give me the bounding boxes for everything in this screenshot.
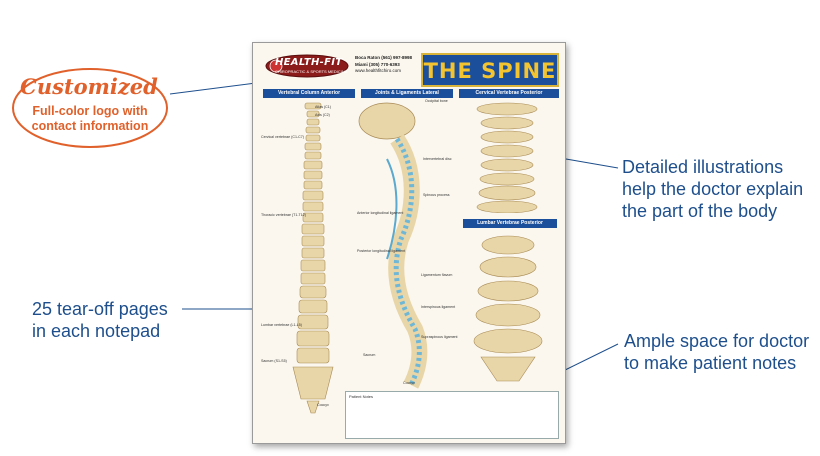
label-lateral: Posterior longitudinal ligament <box>357 249 406 253</box>
contact-line: www.healthfitchiro.com <box>355 68 402 73</box>
badge-subtitle-line: contact information <box>31 119 149 133</box>
label-lateral: Supraspinous ligament <box>421 335 458 339</box>
customized-badge-subtitle: Full-color logo with contact information <box>14 104 166 134</box>
callout-pages: 25 tear-off pages in each notepad <box>32 298 202 342</box>
sheet-title: THE SPINE <box>423 59 557 83</box>
callout-illustrations: Detailed illustrations help the doctor e… <box>622 156 817 222</box>
callout-line: the part of the body <box>622 201 778 221</box>
callout-line: help the doctor explain <box>622 179 804 199</box>
section-header-anterior: Vertebral Column Anterior <box>263 89 355 98</box>
health-fit-logo <box>265 54 349 78</box>
callout-line: Detailed illustrations <box>622 157 784 177</box>
notes-label: Patient Notes <box>349 394 374 399</box>
callout-notes: Ample space for doctor to make patient n… <box>624 330 819 374</box>
label-lateral: Intervertebral disc <box>423 157 452 161</box>
patient-notes-area[interactable]: Patient Notes <box>345 391 559 439</box>
label-anterior: Axis (C2) <box>315 113 330 117</box>
label-lateral: Occipital bone <box>425 99 448 103</box>
lateral-spine-illustration <box>358 102 428 389</box>
lumbar-vertebrae-illustration <box>473 235 543 382</box>
label-lateral: Sacrum <box>363 353 376 357</box>
customized-badge-title: Customized <box>20 74 158 99</box>
label-lateral: Coccyx <box>403 381 415 385</box>
section-header-cervical: Cervical Vertebrae Posterior <box>459 89 559 98</box>
contact-info: Boca Raton (561) 997-8998 Miami (305) 77… <box>355 55 412 75</box>
anterior-spine-illustration <box>292 102 334 414</box>
section-header-lateral: Joints & Ligaments Lateral <box>361 89 453 98</box>
cervical-vertebrae-illustration <box>476 102 538 213</box>
customized-badge-ellipse <box>12 68 168 148</box>
contact-line: Boca Raton (561) 997-8998 <box>355 55 413 60</box>
label-anterior: Lumbar vertebrae (L1-L5) <box>261 323 302 327</box>
spine-notepad-sheet: HEALTH-FIT CHIROPRACTIC & SPORTS MEDICIN… <box>252 42 566 444</box>
label-anterior: Coccyx <box>317 403 329 407</box>
label-lateral: Spinous process <box>423 193 450 197</box>
label-lateral: Ligamentum flavum <box>421 273 453 277</box>
label-anterior: Sacrum (S1-S5) <box>261 359 287 363</box>
label-lateral: Anterior longitudinal ligament <box>357 211 404 215</box>
callout-line: to make patient notes <box>624 353 797 373</box>
label-anterior: Thoracic vertebrae (T1-T12) <box>261 213 306 217</box>
callout-line: Ample space for doctor <box>624 331 810 351</box>
title-banner: THE SPINE <box>421 53 559 87</box>
label-anterior: Atlas (C1) <box>315 105 331 109</box>
contact-line: Miami (305) 770-6393 <box>355 61 400 67</box>
label-anterior: Cervical vertebrae (C1-C7) <box>261 135 304 139</box>
section-header-lumbar: Lumbar Vertebrae Posterior <box>463 219 557 228</box>
callout-line: 25 tear-off pages <box>32 299 168 319</box>
label-lateral: Interspinous ligament <box>421 305 456 309</box>
badge-subtitle-line: Full-color logo with <box>32 104 148 118</box>
callout-line: in each notepad <box>32 321 161 341</box>
logo-name: HEALTH-FIT <box>275 57 343 68</box>
logo-tagline: CHIROPRACTIC & SPORTS MEDICINE <box>275 69 348 74</box>
